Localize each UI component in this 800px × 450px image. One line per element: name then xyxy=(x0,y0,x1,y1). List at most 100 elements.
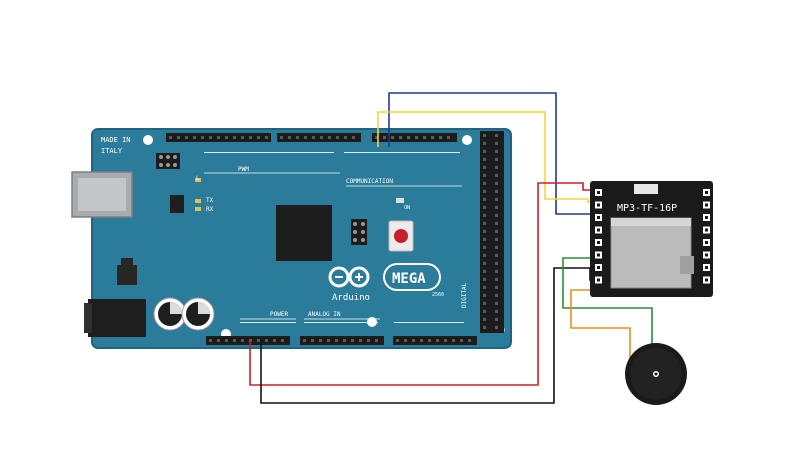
header-pin xyxy=(217,339,220,342)
dc-power-jack-front xyxy=(84,303,92,333)
header-pin xyxy=(495,174,498,177)
led-l-label: L xyxy=(196,175,200,182)
module-pin-hole xyxy=(705,216,708,219)
header-pin xyxy=(483,134,486,137)
header-pin xyxy=(495,318,498,321)
header-pin xyxy=(249,136,252,139)
header-pin xyxy=(495,246,498,249)
header-pin xyxy=(483,318,486,321)
header-pin xyxy=(280,136,283,139)
module-pin-hole xyxy=(705,191,708,194)
module-pin-hole xyxy=(705,203,708,207)
header-pin xyxy=(344,136,347,139)
header-pin xyxy=(320,136,323,139)
header-pin xyxy=(483,262,486,265)
smd-component xyxy=(195,178,201,182)
header-pin xyxy=(483,174,486,177)
header-pin xyxy=(241,339,244,342)
header-pin xyxy=(423,136,426,139)
header-pin xyxy=(495,326,498,329)
chip-code-label: 2560 xyxy=(432,292,444,298)
header-pin xyxy=(483,302,486,305)
header-pin xyxy=(257,339,260,342)
on-label: ON xyxy=(404,205,410,211)
header-pin xyxy=(404,339,407,342)
mounting-hole xyxy=(462,135,472,145)
usb-port-inner xyxy=(78,178,126,211)
header-pin xyxy=(495,310,498,313)
header-pin xyxy=(483,182,486,185)
header-digital-top-mid xyxy=(277,133,361,142)
dc-power-jack xyxy=(88,299,146,337)
header-pin xyxy=(483,198,486,201)
capacitor xyxy=(181,297,215,331)
header-pin xyxy=(257,136,260,139)
header-pin xyxy=(281,339,284,342)
header-pins xyxy=(169,134,498,342)
header-pin xyxy=(495,222,498,225)
header-pin xyxy=(375,136,378,139)
header-pin xyxy=(495,158,498,161)
smd-component xyxy=(170,195,184,213)
header-pin xyxy=(436,339,439,342)
header-pin xyxy=(495,198,498,201)
mega-text: MEGA xyxy=(392,271,426,287)
module-pin-hole xyxy=(705,253,708,257)
header-pin xyxy=(420,339,423,342)
header-pin xyxy=(311,339,314,342)
header-pin xyxy=(303,339,306,342)
header-pin xyxy=(352,136,355,139)
wire-red xyxy=(249,182,596,386)
header-pin xyxy=(225,136,228,139)
header-pin xyxy=(483,310,486,313)
header-pin xyxy=(265,339,268,342)
header-pin xyxy=(375,339,378,342)
header-pin xyxy=(495,182,498,185)
header-pin xyxy=(468,339,471,342)
header-pin xyxy=(495,142,498,145)
sd-card-slot-detail xyxy=(680,256,694,274)
module-pin-hole xyxy=(597,253,600,257)
header-pin xyxy=(483,238,486,241)
header-pin xyxy=(273,339,276,342)
header-pin xyxy=(483,150,486,153)
header-pin xyxy=(460,339,463,342)
header-pin xyxy=(233,339,236,342)
digital-label: DIGITAL xyxy=(461,282,468,308)
header-pin xyxy=(483,278,486,281)
module-pin-hole xyxy=(705,241,708,244)
made-in-country-label: ITALY xyxy=(101,147,123,155)
header-pin xyxy=(483,142,486,145)
speaker xyxy=(625,343,687,405)
header-pin xyxy=(483,270,486,273)
header-pin xyxy=(415,136,418,139)
header-analog-low xyxy=(300,336,384,345)
sd-card-slot-detail xyxy=(611,218,691,226)
module-pin-hole xyxy=(705,228,708,232)
smd-component xyxy=(195,199,201,203)
sd-card-slot xyxy=(610,217,692,289)
mounting-hole xyxy=(143,135,153,145)
header-pin xyxy=(483,206,486,209)
power-label: POWER xyxy=(270,311,288,318)
wire-blue xyxy=(388,92,596,215)
voltage-regulator-tab xyxy=(121,258,133,266)
led-tx-label: TX xyxy=(206,197,214,204)
header-pin xyxy=(495,254,498,257)
module-pin-hole xyxy=(705,278,708,282)
header-pin xyxy=(483,246,486,249)
header-pin xyxy=(483,230,486,233)
header-pin xyxy=(483,166,486,169)
header-pin xyxy=(483,158,486,161)
communication-label: COMMUNICATION xyxy=(346,178,393,185)
header-pin xyxy=(495,206,498,209)
header-pin xyxy=(495,238,498,241)
header-pin xyxy=(447,136,450,139)
smd-component xyxy=(195,207,201,211)
header-pin xyxy=(495,230,498,233)
module-pin-hole xyxy=(597,241,600,244)
header-pin xyxy=(483,254,486,257)
header-power xyxy=(206,336,290,345)
header-analog-high xyxy=(393,336,477,345)
